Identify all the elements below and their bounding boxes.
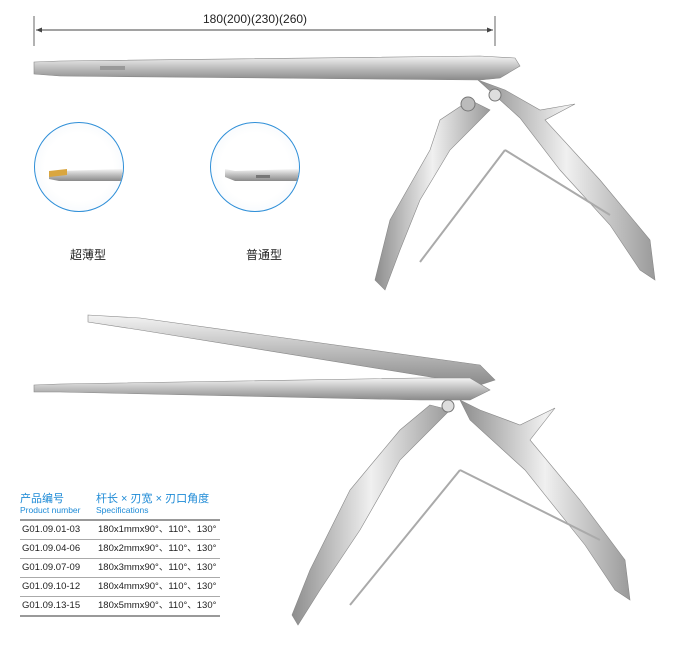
table-row: G01.09.04-06 180x2mmx90°、110°、130° bbox=[20, 540, 220, 559]
header-specifications-cn: 杆长 × 刃宽 × 刃口角度 bbox=[96, 493, 210, 505]
dimension-line bbox=[33, 16, 496, 46]
product-number: G01.09.13-15 bbox=[22, 600, 81, 611]
table-row: G01.09.13-15 180x5mmx90°、110°、130° bbox=[20, 597, 220, 617]
table-row: G01.09.10-12 180x4mmx90°、110°、130° bbox=[20, 578, 220, 597]
detail-ultrathin-tip bbox=[34, 122, 124, 212]
table-row: G01.09.07-09 180x3mmx90°、110°、130° bbox=[20, 559, 220, 578]
product-number: G01.09.04-06 bbox=[22, 543, 81, 554]
product-number: G01.09.10-12 bbox=[22, 581, 81, 592]
product-number: G01.09.01-03 bbox=[22, 524, 81, 535]
header-product-number-en: Product number bbox=[20, 505, 81, 515]
length-dimension-label: 180(200)(230)(260) bbox=[202, 12, 308, 26]
rongeur-instrument-1 bbox=[33, 55, 656, 291]
specification: 180x2mmx90°、110°、130° bbox=[98, 543, 217, 554]
product-number: G01.09.07-09 bbox=[22, 562, 81, 573]
specification: 180x3mmx90°、110°、130° bbox=[98, 562, 217, 573]
table-row: G01.09.01-03 180x1mmx90°、110°、130° bbox=[20, 521, 220, 540]
specification: 180x4mmx90°、110°、130° bbox=[98, 581, 217, 592]
specification: 180x1mmx90°、110°、130° bbox=[98, 524, 217, 535]
detail-label-standard: 普通型 bbox=[246, 248, 283, 262]
specification: 180x5mmx90°、110°、130° bbox=[98, 600, 217, 611]
detail-standard-tip bbox=[210, 122, 300, 212]
header-product-number-cn: 产品编号 bbox=[20, 493, 64, 505]
rongeur-instrument-2 bbox=[33, 314, 631, 626]
detail-label-ultrathin: 超薄型 bbox=[70, 248, 107, 262]
header-specifications-en: Specifications bbox=[96, 505, 149, 515]
